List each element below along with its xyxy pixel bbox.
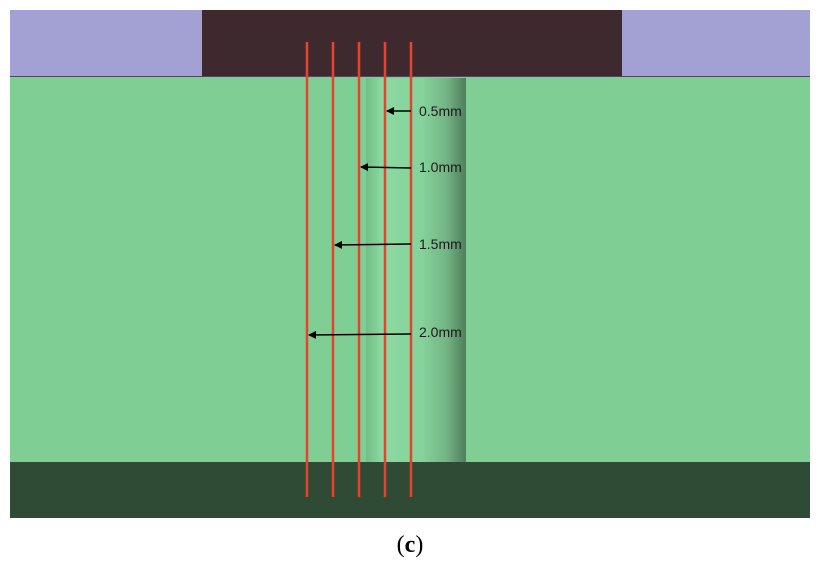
top-layer-right	[622, 10, 810, 76]
label-2-0mm: 2.0mm	[419, 324, 462, 340]
caption-close-paren: )	[415, 532, 423, 558]
label-1-5mm: 1.5mm	[419, 236, 462, 252]
groove	[366, 78, 466, 462]
arrows	[308, 107, 412, 339]
arrow-1-5	[334, 240, 412, 249]
label-0-5mm: 0.5mm	[419, 103, 462, 119]
arrow-2-0	[308, 330, 412, 339]
arrow-1-0	[360, 163, 412, 172]
caption-open-paren: (	[397, 532, 405, 558]
top-layer-left	[10, 10, 202, 76]
measurement-lines	[305, 42, 413, 497]
label-1-0mm: 1.0mm	[419, 159, 462, 175]
caption-letter: c	[405, 532, 416, 558]
figure-caption: (c)	[397, 532, 424, 558]
